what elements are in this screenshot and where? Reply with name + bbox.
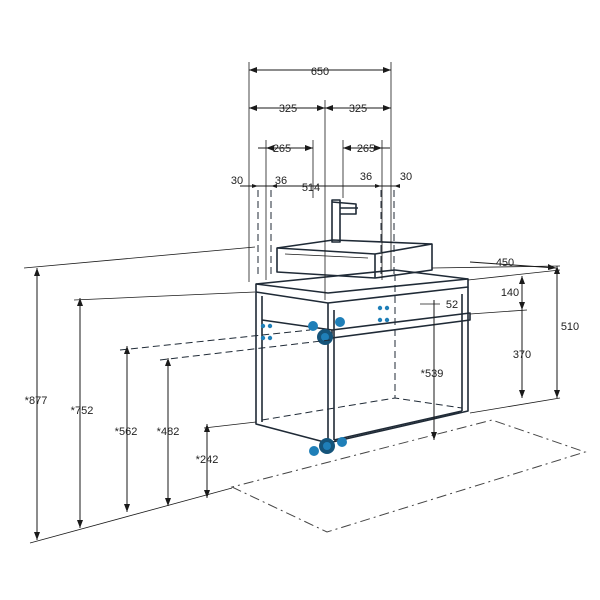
dim-650: 650 (311, 66, 329, 78)
dim-482: *482 (157, 426, 180, 438)
countertop-slab (255, 278, 469, 304)
top-dimension-labels: 650 325 325 265 265 30 36 514 36 30 (231, 66, 412, 194)
dim-450: 450 (496, 257, 514, 269)
left-extension-lines (23, 246, 331, 544)
dim-36-left: 36 (275, 175, 287, 187)
right-dimension-lines (420, 261, 561, 440)
dim-242: *242 (196, 454, 219, 466)
dim-752: *752 (71, 405, 94, 417)
dim-30-left: 30 (231, 175, 243, 187)
dim-325-right: 325 (349, 103, 367, 115)
floor-footprint (230, 419, 587, 533)
dim-30-right: 30 (400, 171, 412, 183)
dim-36-right: 36 (360, 171, 372, 183)
faucet (331, 199, 358, 243)
extension-lines-top (248, 62, 395, 300)
dim-370: 370 (513, 349, 531, 361)
dim-325-left: 325 (279, 103, 297, 115)
top-dimension-lines (240, 67, 400, 188)
left-dimension-lines (34, 268, 210, 540)
dim-140: 140 (501, 287, 519, 299)
dim-514: 514 (302, 182, 320, 194)
dim-52: 52 (446, 299, 458, 311)
left-dimension-labels: *877 *752 *562 *482 *242 (25, 395, 219, 466)
right-dimension-labels: 450 140 510 370 52 *539 (421, 257, 580, 380)
basin (276, 239, 433, 279)
drawer-front (331, 312, 471, 339)
dim-510: 510 (561, 321, 579, 333)
dim-265-left: 265 (273, 143, 291, 155)
fixing-markers (260, 305, 390, 456)
dim-562: *562 (115, 426, 138, 438)
cabinet-body (255, 269, 471, 444)
dim-265-right: 265 (357, 143, 375, 155)
dim-539: *539 (421, 368, 444, 380)
dim-877: *877 (25, 395, 48, 407)
